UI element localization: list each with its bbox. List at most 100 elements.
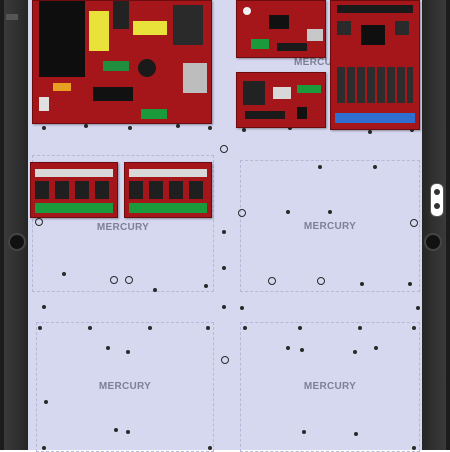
mount-hole	[126, 430, 130, 434]
mount-hole	[243, 326, 247, 330]
mount-hole	[114, 428, 118, 432]
mercury-slot-3[interactable]: MERCURY	[36, 322, 214, 452]
mount-hole	[106, 346, 110, 350]
ic-chip	[395, 21, 409, 35]
mount-hole	[300, 348, 304, 352]
inductor-yellow	[133, 21, 167, 35]
relay-module-left[interactable]	[30, 162, 118, 218]
mount-hole	[412, 446, 416, 450]
mount-hole	[126, 350, 130, 354]
top-left-latch	[6, 14, 18, 20]
relay-bank	[129, 181, 207, 199]
mount-hole	[412, 326, 416, 330]
slot-label: MERCURY	[294, 57, 347, 68]
controller-board-middle[interactable]	[236, 72, 326, 128]
mount-hole	[286, 346, 290, 350]
mount-hole	[148, 326, 152, 330]
mount-hole	[42, 305, 46, 309]
mount-hole	[176, 124, 180, 128]
slot-label: MERCURY	[98, 381, 152, 392]
mount-hole	[240, 306, 244, 310]
terminal-block[interactable]	[35, 203, 113, 213]
mount-hole	[302, 430, 306, 434]
mount-hole	[35, 218, 43, 226]
heatsink	[173, 5, 203, 45]
relay-bank	[337, 67, 413, 103]
relay	[273, 87, 291, 99]
header-pins	[277, 43, 307, 51]
mount-hole	[208, 126, 212, 130]
mount-hole	[298, 326, 302, 330]
mount-hole	[220, 145, 228, 153]
power-supply-board[interactable]	[32, 0, 212, 124]
right-flange	[422, 0, 446, 450]
mount-hole	[125, 276, 133, 284]
left-flange	[4, 0, 28, 450]
terminal-block[interactable]	[335, 113, 415, 123]
terminal-block[interactable]	[129, 203, 207, 213]
mount-hole	[288, 126, 292, 130]
mount-hole	[42, 446, 46, 450]
mount-hole	[268, 277, 276, 285]
mount-ear-icon	[424, 233, 442, 251]
battery	[243, 7, 251, 15]
mount-hole	[44, 400, 48, 404]
ethernet-jack	[183, 63, 207, 93]
backplate: MERCURY MERCURY MERCURY MERCURY MERCURY	[28, 0, 422, 452]
terminal-block[interactable]	[297, 85, 321, 93]
mount-hole	[286, 210, 290, 214]
mount-hole	[110, 276, 118, 284]
mount-hole	[88, 326, 92, 330]
header-strip	[35, 169, 113, 177]
controller-board-top[interactable]	[236, 0, 326, 58]
header-strip	[129, 169, 207, 177]
relay-module-right[interactable]	[124, 162, 212, 218]
slot-label: MERCURY	[96, 222, 150, 233]
slot-label: MERCURY	[303, 381, 357, 392]
mount-hole	[416, 306, 420, 310]
mount-hole	[410, 219, 418, 227]
mount-hole	[360, 282, 364, 286]
mount-hole	[354, 432, 358, 436]
relay-bank	[35, 181, 113, 199]
mount-hole	[242, 128, 246, 132]
enclosure-edge-right	[446, 0, 450, 450]
ic-chip	[269, 15, 289, 29]
inductor-yellow	[89, 11, 109, 51]
mount-hole	[62, 272, 66, 276]
mount-hole	[222, 266, 226, 270]
mount-hole	[353, 350, 357, 354]
mount-hole	[204, 284, 208, 288]
mount-hole	[128, 126, 132, 130]
mount-hole	[153, 288, 157, 292]
relay-output-board[interactable]	[330, 0, 420, 130]
terminal-block[interactable]	[251, 39, 269, 49]
mount-hole	[368, 130, 372, 134]
mount-hole	[206, 326, 210, 330]
mercury-slot-4[interactable]: MERCURY	[240, 322, 420, 452]
slot-label: MERCURY	[303, 221, 357, 232]
mount-hole	[374, 346, 378, 350]
mercury-slot-2[interactable]: MERCURY	[240, 160, 420, 292]
mount-hole	[84, 124, 88, 128]
mount-hole	[238, 209, 246, 217]
mount-hole	[208, 446, 212, 450]
mercury-slot-5: MERCURY	[294, 54, 346, 74]
enclosure-edge-left	[0, 0, 4, 450]
mercury-slot-1[interactable]: MERCURY	[32, 155, 214, 292]
mount-hole	[358, 326, 362, 330]
mount-hole	[317, 277, 325, 285]
mount-hole	[222, 230, 226, 234]
mount-hole	[408, 282, 412, 286]
mount-hole	[328, 210, 332, 214]
transformer	[39, 1, 85, 77]
mount-hole	[38, 326, 42, 330]
terminal-block[interactable]	[141, 109, 167, 119]
header-pins	[337, 5, 413, 13]
mount-ear-icon	[8, 233, 26, 251]
header-pins	[245, 111, 285, 119]
ic-chip	[361, 25, 385, 45]
connector	[39, 97, 49, 111]
mount-hole	[42, 126, 46, 130]
